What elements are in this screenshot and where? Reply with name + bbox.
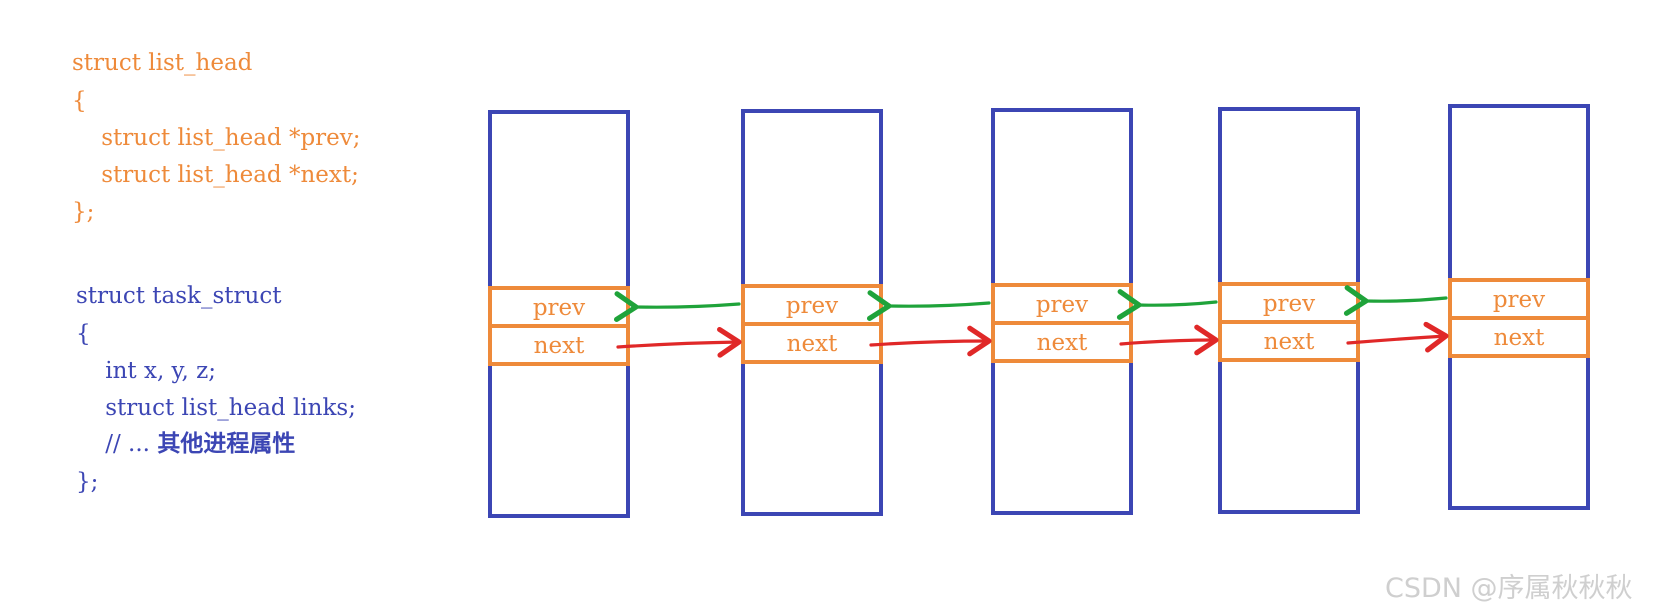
prev-label: prev — [1036, 292, 1088, 318]
next-pointer-arrow-1 — [616, 326, 742, 358]
task-struct-code-line-1: struct task_struct — [76, 283, 282, 309]
next-label: next — [787, 331, 838, 357]
list-head-code-line-2: { — [72, 88, 87, 114]
next-field — [1448, 316, 1590, 358]
list-head-code-line-4: struct list_head *next; — [72, 162, 359, 188]
prev-pointer-arrow-2 — [866, 290, 991, 321]
task-struct-code-line-4: struct list_head links; — [76, 395, 356, 421]
prev-label: prev — [786, 293, 838, 319]
next-pointer-arrow-3 — [1119, 324, 1219, 356]
list-head-code-line-5: }; — [72, 199, 95, 225]
prev-pointer-arrow-3 — [1116, 289, 1218, 320]
watermark-text: CSDN @序属秋秋秋 — [1385, 573, 1633, 604]
next-label: next — [1264, 329, 1315, 355]
prev-label: prev — [1493, 287, 1545, 313]
next-label: next — [534, 333, 585, 359]
task-struct-code-line-6: }; — [76, 469, 99, 495]
list-node-4: prev next — [1218, 107, 1360, 514]
list-node-1: prev next — [488, 110, 630, 518]
task-struct-code-line-5: // ... 其他进程属性 — [76, 433, 295, 456]
prev-label: prev — [1263, 291, 1315, 317]
list-node-3: prev next — [991, 108, 1133, 515]
list-node-2: prev next — [741, 109, 883, 516]
next-pointer-arrow-4 — [1346, 321, 1449, 353]
next-label: next — [1037, 330, 1088, 356]
task-struct-comment-cjk: 其他进程属性 — [157, 431, 296, 457]
task-struct-comment: // ... — [76, 431, 158, 457]
prev-label: prev — [533, 295, 585, 321]
list-head-code-line-3: struct list_head *prev; — [72, 125, 361, 151]
prev-pointer-arrow-1 — [613, 291, 741, 322]
task-struct-code-line-2: { — [76, 321, 91, 347]
next-label: next — [1494, 325, 1545, 351]
list-head-code-line-1: struct list_head — [72, 50, 253, 76]
prev-pointer-arrow-4 — [1343, 285, 1448, 316]
task-struct-code-line-3: int x, y, z; — [76, 358, 216, 384]
list-node-5: prev next — [1448, 104, 1590, 510]
next-pointer-arrow-2 — [869, 325, 992, 357]
